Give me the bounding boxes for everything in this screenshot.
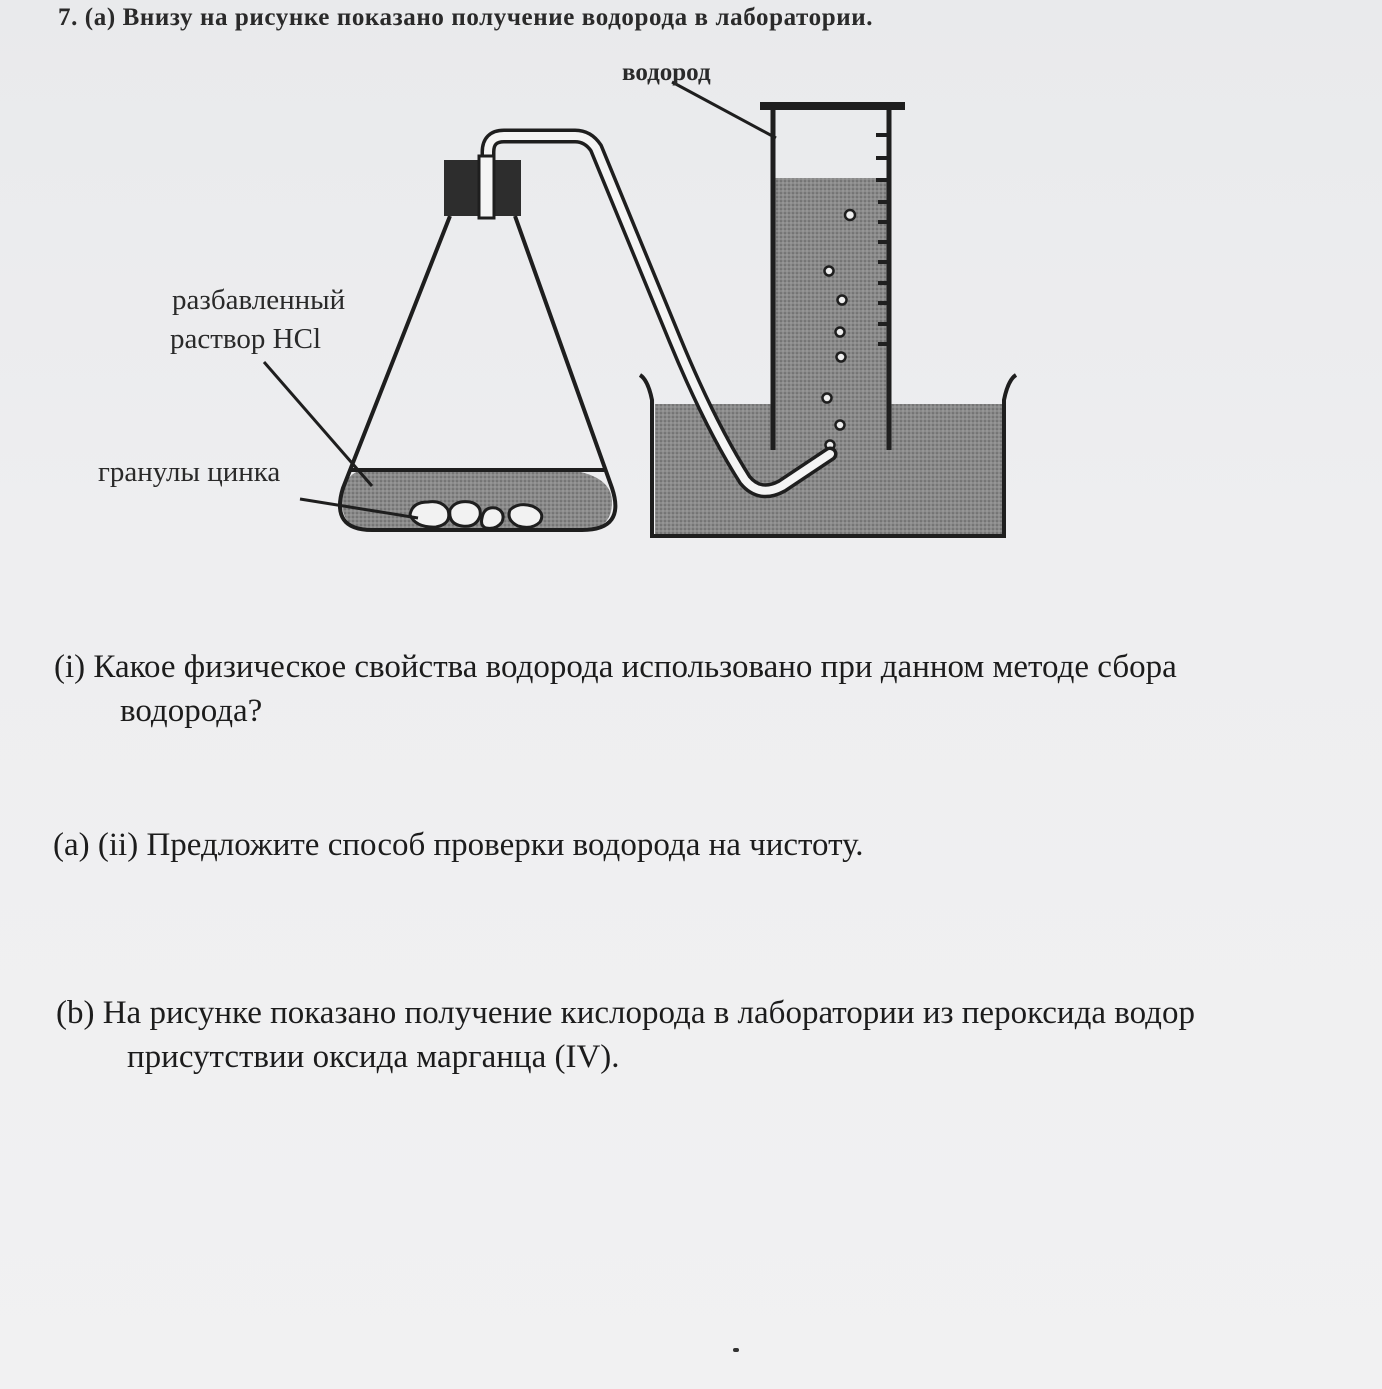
question-b-line2: присутствии оксида марганца (IV). xyxy=(127,1038,620,1075)
label-hydrogen: водород xyxy=(622,59,711,86)
question-heading: 7. (a) Внизу на рисунке показано получен… xyxy=(58,4,874,31)
delivery-tube xyxy=(480,128,838,499)
trough-wall xyxy=(638,373,1018,538)
stopper-tube-hole xyxy=(477,154,496,220)
gas-jar-walls xyxy=(770,106,892,450)
ink-speck xyxy=(733,1348,739,1352)
question-b: (b) На рисунке показано получение кислор… xyxy=(56,994,1195,1077)
pointer-gas xyxy=(671,80,777,140)
conical-flask xyxy=(337,154,618,532)
apparatus-diagram xyxy=(262,80,1018,538)
label-acid-line1: разбавленный xyxy=(172,284,346,316)
label-acid-line2: раствор HCl xyxy=(170,323,322,355)
pointer-zinc xyxy=(299,497,419,520)
gas-bubbles xyxy=(821,208,857,451)
label-pointers xyxy=(262,80,777,520)
gas-jar-water xyxy=(775,178,887,450)
label-zinc-granules: гранулы цинка xyxy=(98,456,281,488)
gas-jar xyxy=(760,102,905,451)
question-i-line2: водорода? xyxy=(120,692,263,729)
question-b-line1: (b) На рисунке показано получение кислор… xyxy=(56,995,1195,1031)
question-a-ii: (a) (ii) Предложите способ проверки водо… xyxy=(53,827,864,863)
zinc-granules xyxy=(408,500,544,530)
question-i-line1: (i) Какое физическое свойства водорода и… xyxy=(54,649,1177,685)
pointer-acid xyxy=(262,361,374,487)
gas-jar-scale-marks xyxy=(876,133,889,346)
question-i: (i) Какое физическое свойства водорода и… xyxy=(54,648,1177,731)
hydrogen-collection-figure: водород разбавленный раствор HCl гранулы… xyxy=(0,40,1382,600)
